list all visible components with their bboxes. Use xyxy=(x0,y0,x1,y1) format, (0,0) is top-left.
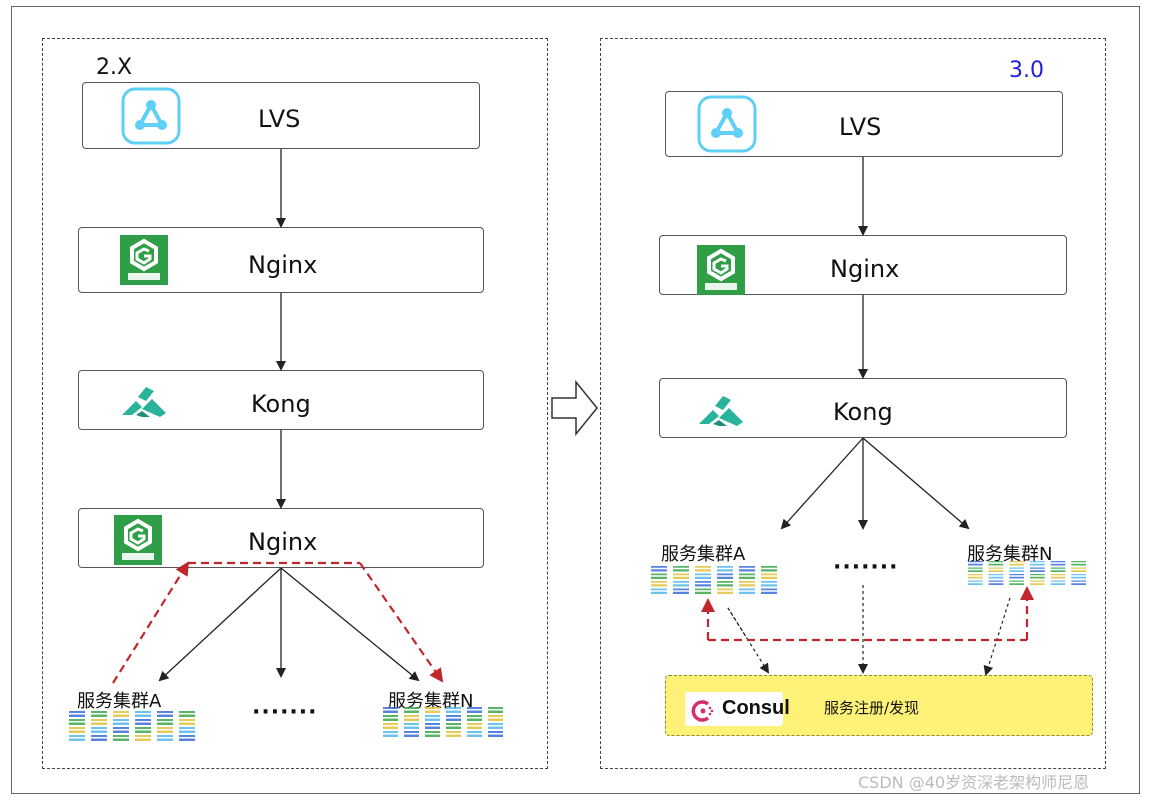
lvs-network-icon xyxy=(697,95,757,153)
server-cluster-icon xyxy=(67,710,199,742)
nginx-icon xyxy=(697,245,745,295)
version-label-30: 3.0 xyxy=(1009,58,1044,83)
kong-icon xyxy=(699,396,743,426)
lvs-network-icon xyxy=(121,87,181,145)
cluster-label-a-30: 服务集群A xyxy=(661,544,746,565)
dashed-arrow-a-consul-back xyxy=(727,607,749,641)
hollow-right-arrow-icon xyxy=(551,379,598,437)
outer-frame xyxy=(11,6,1140,794)
server-cluster-icon xyxy=(966,560,1090,586)
panel-2x xyxy=(42,38,548,769)
consul-icon xyxy=(691,700,714,722)
cluster-label-a-2x: 服务集群A xyxy=(77,691,162,712)
arrow-fan-a-30 xyxy=(780,437,864,530)
node-kong-30 xyxy=(659,378,1067,438)
server-cluster-icon xyxy=(649,565,781,595)
node-label-nginx-inner-2x: Nginx xyxy=(248,528,318,556)
node-label-nginx-2x: Nginx xyxy=(248,251,318,279)
cluster-label-n-30: 服务集群N xyxy=(967,544,1053,565)
version-label-2x: 2.X xyxy=(96,55,133,80)
watermark: CSDN @40岁资深老架构师尼恩 xyxy=(858,773,1090,792)
consul-description: 服务注册/发现 xyxy=(824,699,920,717)
nginx-icon xyxy=(114,515,162,565)
node-label-kong-30: Kong xyxy=(833,398,893,426)
panel-30 xyxy=(600,38,1106,769)
dashed-arrow-n-consul xyxy=(983,597,1011,676)
node-label-lvs-2x: LVS xyxy=(258,105,301,133)
kong-icon xyxy=(122,387,166,417)
arrow-fan-n-2x xyxy=(280,567,420,682)
arrow-fan-n-30 xyxy=(862,437,970,530)
node-label-lvs-30: LVS xyxy=(839,113,882,141)
red-dashed-arrow-a-2x xyxy=(112,561,190,684)
cluster-label-n-2x: 服务集群N xyxy=(388,691,474,712)
ellipsis-2x: ······· xyxy=(252,700,318,725)
server-cluster-icon xyxy=(381,706,507,738)
node-label-kong-2x: Kong xyxy=(251,390,311,418)
nginx-icon xyxy=(120,235,168,285)
consul-name: Consul xyxy=(722,697,790,719)
red-dashed-arrow-n-2x xyxy=(359,562,444,683)
node-label-nginx-30: Nginx xyxy=(830,255,900,283)
ellipsis-30: ······· xyxy=(833,555,899,580)
arrow-fan-a-2x xyxy=(158,567,282,682)
